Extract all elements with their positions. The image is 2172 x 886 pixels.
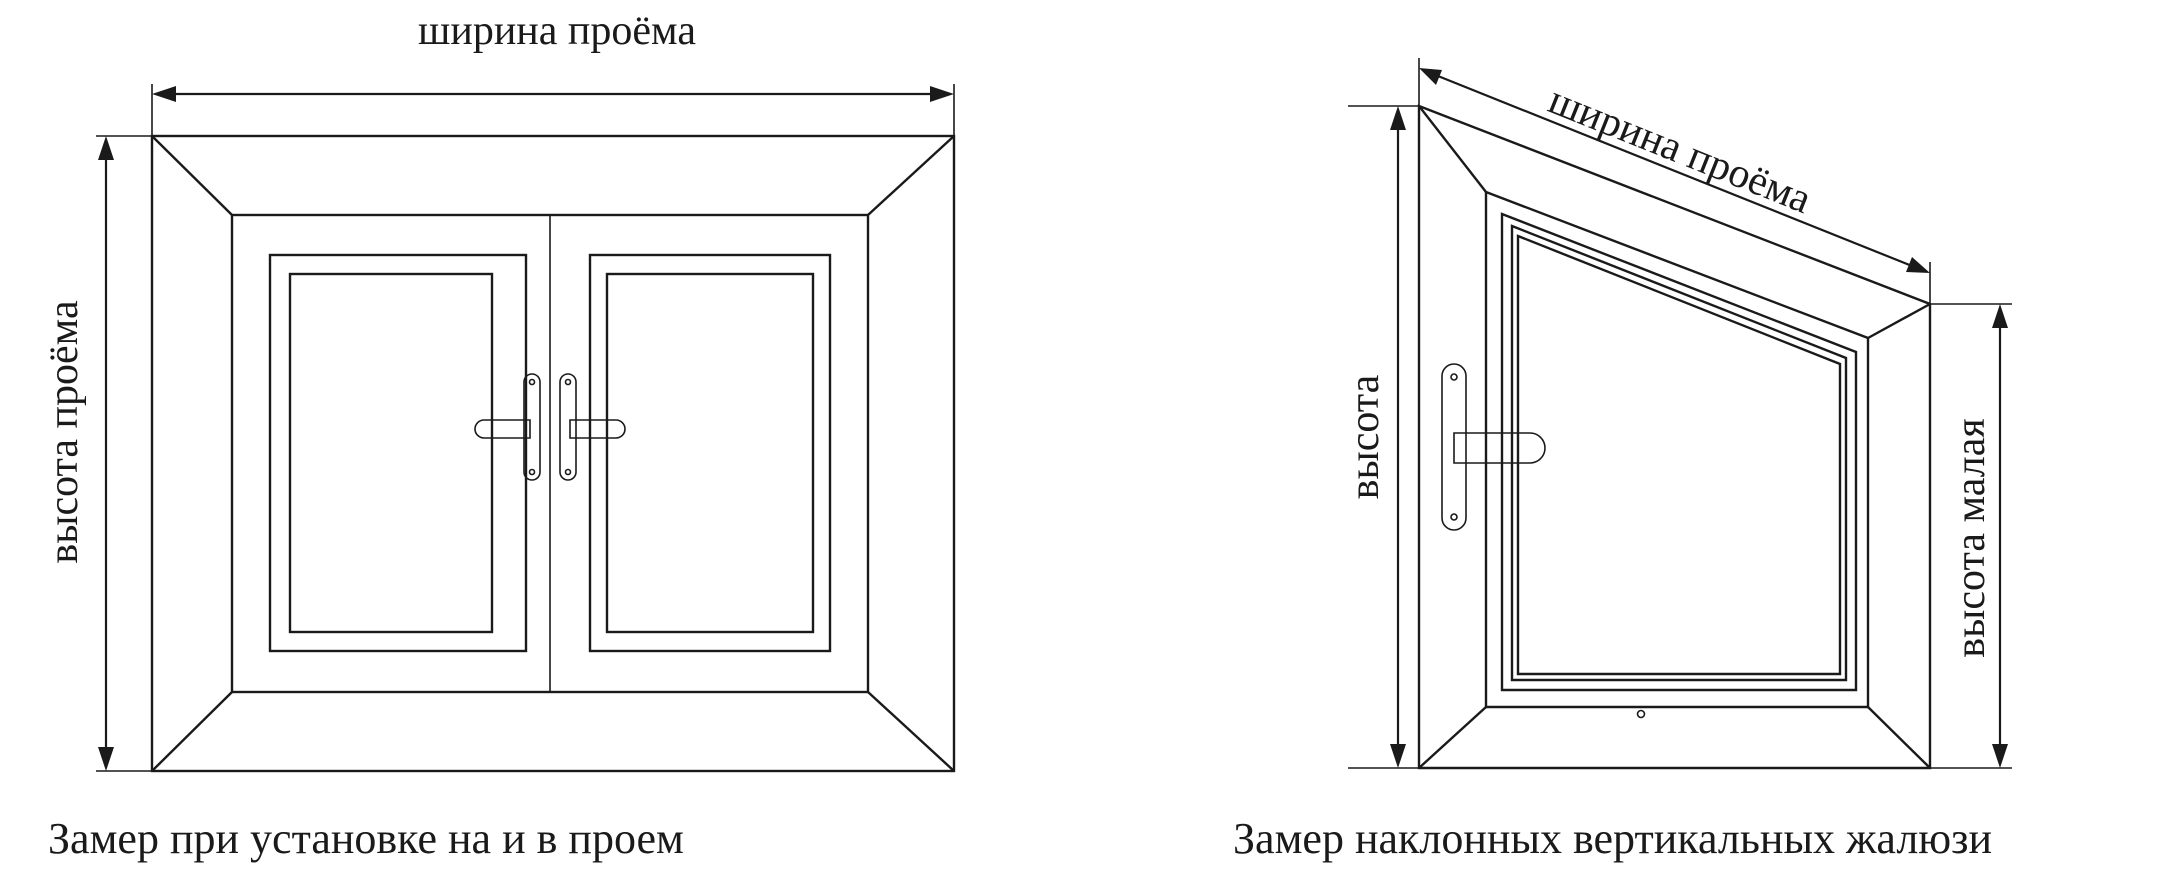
left-window-diagram: ширина проёма высота проёма [41,8,956,863]
right-handle [559,373,626,481]
right-sash [588,253,832,653]
arrow-up-icon [1390,106,1406,130]
arrow-left-icon [152,86,176,102]
arrow-right-icon [930,86,954,102]
right-sash [1500,212,1858,719]
right-width-label: ширина проёма [1542,77,1818,223]
right-handle [1441,363,1546,531]
right-window-diagram: ширина проёма высота высота малая [1233,58,2012,863]
left-height-dimension [96,135,152,772]
arrow-down-icon [1390,744,1406,768]
arrow-down-icon [98,747,114,771]
left-sash [268,253,528,653]
arrow-up-icon [1992,304,2008,328]
right-height-label: высота [1342,374,1388,499]
left-caption: Замер при установке на и в проем [48,814,684,863]
right-small-height-label: высота малая [1948,418,1994,657]
right-caption: Замер наклонных вертикальных жалюзи [1233,814,1992,863]
left-outer-frame [150,134,956,773]
left-handle [474,373,541,481]
left-height-label: высота проёма [41,300,87,564]
arrow-down-icon [1992,744,2008,768]
left-width-label: ширина проёма [418,8,696,54]
right-height-dimension [1348,105,1419,769]
arrow-downright-icon [1906,257,1930,273]
arrow-up-icon [98,136,114,160]
right-width-dimension [1418,58,1931,304]
left-width-dimension [151,84,955,136]
right-outer-frame [1417,104,1932,770]
arrow-upleft-icon [1419,68,1442,85]
right-small-height-dimension [1930,303,2012,769]
